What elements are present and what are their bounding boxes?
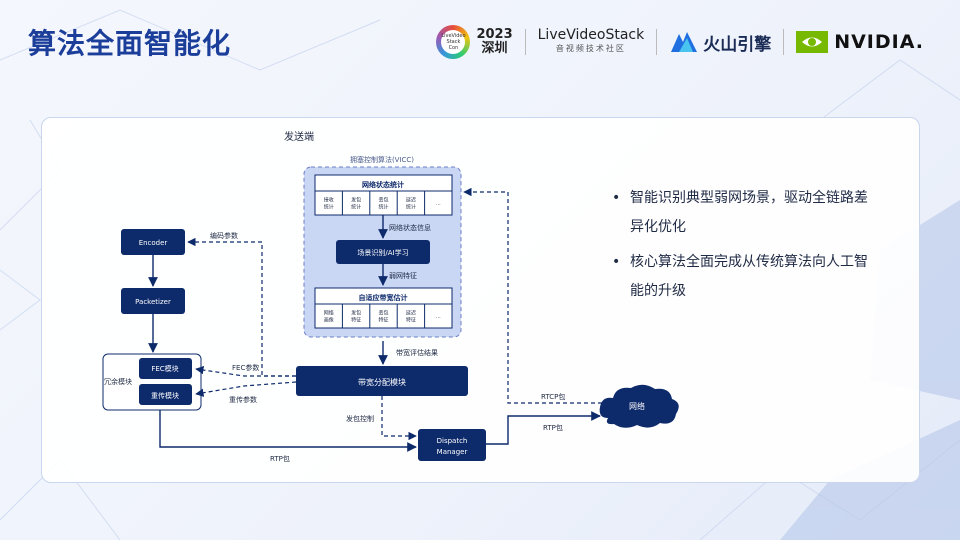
rtcp-label: RTCP包: [541, 392, 565, 401]
nvidia-logo: NVIDIA.: [796, 31, 924, 53]
net-stats-cell: 丢包: [378, 197, 388, 204]
redundancy-label: 冗余模块: [104, 377, 132, 386]
net-stats-cells: 接收统计发包统计丢包统计延迟统计...: [324, 191, 441, 215]
net-stats-cell: 统计: [324, 204, 334, 211]
net-stats-cell: 接收: [324, 197, 334, 204]
volc-name: 火山引擎: [703, 34, 772, 55]
logo-divider: [524, 29, 526, 55]
edge-bw-result-label: 带宽评估结果: [396, 348, 438, 357]
bw-est-cell: 丢包: [378, 310, 388, 317]
bw-est-cell: 画像: [324, 317, 334, 324]
retrans-box: [139, 384, 192, 405]
bw-est-cell: 特征: [406, 317, 416, 324]
retrans-params-arrow: [195, 381, 297, 397]
bw-est-cells: 网络画像发包特征丢包特征延迟特征...: [324, 304, 441, 328]
logo-divider: [783, 29, 785, 55]
rtp-right-label: RTP包: [543, 423, 563, 432]
nvidia-name: NVIDIA.: [834, 31, 924, 53]
send-control-arrow: [381, 396, 417, 441]
rtp-bottom-arrow: [159, 410, 417, 452]
rtp-network-arrow: [486, 411, 601, 445]
vicc-label: 拥塞控制算法(VICC): [350, 155, 414, 164]
bw-alloc-box: [296, 366, 468, 396]
bullet-dot: •: [612, 190, 621, 206]
event-badge-text: LiveVideo Stack Con: [441, 30, 466, 54]
globe-logo-icon: LiveVideo Stack Con: [436, 25, 471, 59]
net-stats-cell: 发包: [351, 197, 361, 204]
network-label: 网络: [629, 401, 645, 411]
network-cloud-icon: [599, 384, 679, 428]
packetizer-box: [121, 288, 185, 314]
retrans-params-label: 重传参数: [229, 395, 257, 404]
event-city-text: 深圳: [481, 41, 508, 56]
bullet-item: • 智能识别典型弱网场景，驱动全链路差异化优化: [612, 184, 872, 242]
nvidia-eye-icon: [796, 31, 829, 53]
lvs-name: LiveVideoStack: [537, 27, 645, 43]
net-stats-cell: 统计: [406, 204, 416, 211]
send-control-label: 发包控制: [346, 414, 374, 423]
bw-est-table: [314, 287, 453, 329]
volcengine-logo: 火山引擎: [669, 30, 771, 55]
bw-alloc-label: 带宽分配模块: [358, 377, 406, 387]
event-year-text: 2023: [476, 27, 513, 42]
sender-label: 发送端: [284, 130, 314, 143]
bw-est-cell: 发包: [351, 310, 361, 317]
bullet-dot: •: [612, 254, 621, 270]
rtp-bottom-label: RTP包: [270, 454, 290, 463]
volcano-logo-icon: [671, 32, 698, 52]
scene-recognition-label: 场景识别/AI学习: [357, 248, 408, 257]
bw-est-cell: 网络: [324, 310, 334, 317]
retrans-label: 重传模块: [151, 391, 179, 400]
edge-net-feature-label: 弱网特征: [389, 271, 417, 280]
fec-label: FEC模块: [151, 364, 178, 373]
bullet-text: 核心算法全面完成从传统算法向人工智能的升级: [630, 254, 868, 299]
logo-bar: LiveVideo Stack Con 2023 深圳 LiveVideoSta…: [436, 22, 924, 62]
content-card: [41, 117, 920, 483]
livevideostack-logo: LiveVideoStack 音视频技术社区: [537, 27, 645, 55]
slide-title: 算法全面智能化: [28, 27, 232, 60]
net-stats-cell: 延迟: [406, 197, 416, 204]
scene-recognition-box: [336, 240, 430, 264]
bullet-list: • 智能识别典型弱网场景，驱动全链路差异化优化 • 核心算法全面完成从传统算法向…: [612, 184, 872, 312]
bw-est-title: 自适应带宽估计: [359, 293, 408, 302]
lvs-tagline: 音视频技术社区: [555, 44, 626, 53]
dispatch-manager-box: [418, 429, 486, 461]
fec-params-arrow: [195, 365, 296, 377]
encoder-box: [121, 229, 185, 255]
bw-est-cell: 特征: [378, 317, 388, 324]
net-stats-cell: 统计: [351, 204, 361, 211]
packetizer-label: Packetizer: [135, 298, 171, 306]
net-stats-title: 网络状态统计: [362, 180, 404, 189]
fec-params-label: FEC参数: [232, 363, 259, 372]
bw-est-cell: 延迟: [406, 310, 416, 317]
edge-net-info-label: 网络状态信息: [389, 223, 431, 232]
bw-est-cell: 特征: [351, 317, 361, 324]
dispatch-label-1: Dispatch: [437, 437, 468, 445]
net-stats-cell: ...: [436, 201, 441, 207]
fec-box: [139, 358, 192, 379]
bullet-text: 智能识别典型弱网场景，驱动全链路差异化优化: [630, 190, 868, 235]
encode-params-label: 编码参数: [210, 231, 238, 240]
dispatch-label-2: Manager: [437, 448, 468, 456]
net-stats-table: [314, 174, 453, 216]
net-stats-cell: 统计: [378, 204, 388, 211]
rtcp-arrow: [463, 187, 602, 404]
logo-divider: [656, 29, 658, 55]
encoder-label: Encoder: [139, 239, 168, 247]
encode-params-arrow: [187, 237, 296, 377]
bw-est-cell: ...: [436, 314, 441, 320]
event-year: 2023 深圳: [476, 28, 512, 56]
bullet-item: • 核心算法全面完成从传统算法向人工智能的升级: [612, 248, 872, 306]
